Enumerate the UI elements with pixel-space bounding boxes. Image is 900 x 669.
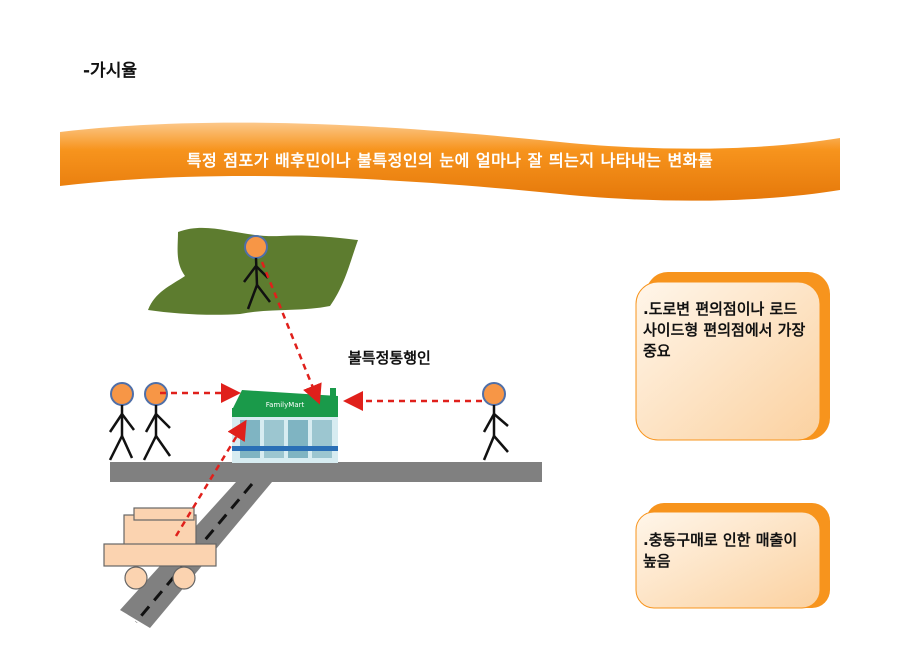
person-on-hill [243,235,271,310]
banner-text: 특정 점포가 배후민이나 불특정인의 눈에 얼마나 잘 띄는지 나타내는 변화률 [186,151,714,170]
person-left-2 [142,382,172,461]
person-left-1 [108,382,135,461]
sightline-hill [260,261,322,405]
banner-ribbon [60,122,840,201]
slide-title: -가시율 [83,61,137,81]
convenience-store: FamilyMart [232,388,338,463]
note-box-1 [635,272,830,441]
note-text-roadside: .도로변 편의점이나 로드 사이드형 편의점에서 가장 중요 [643,300,806,360]
store-sign: FamilyMart [266,401,305,409]
note-text-impulse: .충동구매로 인한 매출이 높음 [643,531,798,570]
truck [103,507,217,590]
passerby-label: 불특정통행인 [348,349,431,367]
note-box-2 [635,503,830,609]
person-right [482,382,509,461]
road-horizontal [110,462,542,482]
